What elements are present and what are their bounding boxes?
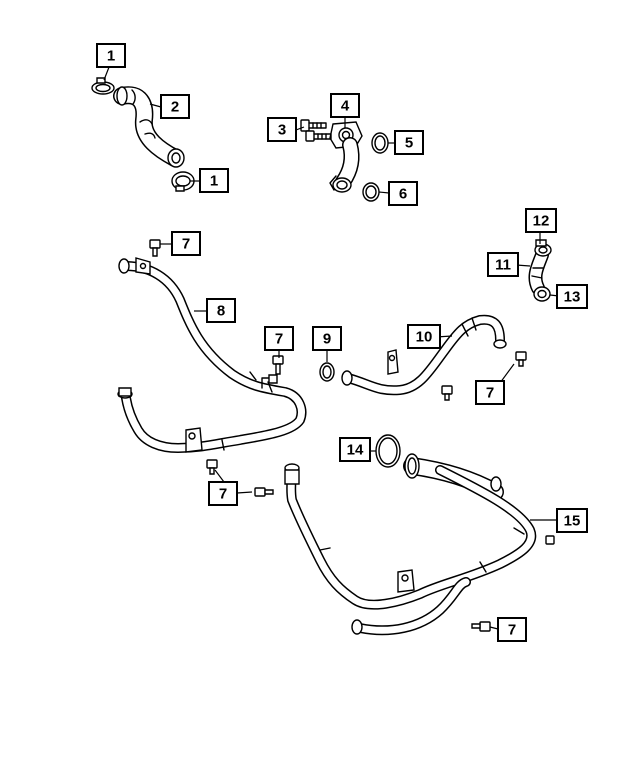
part-7-bolt-e: [207, 460, 217, 474]
callout-12: 12: [525, 208, 557, 233]
callout-6: 6: [388, 181, 418, 206]
callout-label: 3: [278, 122, 286, 139]
part-7-bolt-b: [273, 356, 283, 374]
callout-label: 1: [107, 48, 115, 65]
part-7-bolt-d: [442, 386, 452, 400]
callout-label: 13: [564, 289, 581, 306]
part-5-o-ring: [372, 133, 388, 153]
callout-9: 9: [312, 326, 342, 351]
callout-5: 5: [394, 130, 424, 155]
part-15-coolant-tube: [285, 454, 554, 634]
part-13-clamp: [534, 287, 550, 301]
part-3-bolt-upper: [301, 120, 326, 131]
callout-label: 10: [416, 329, 433, 346]
callout-label: 15: [564, 513, 581, 530]
callout-10: 10: [407, 324, 441, 349]
part-4-water-outlet: [330, 122, 362, 192]
callout-label: 7: [508, 622, 516, 639]
part-7-bolt-c: [516, 352, 526, 366]
callout-label: 11: [495, 257, 511, 274]
part-14-o-ring: [376, 435, 400, 467]
part-8-coolant-tube: [118, 258, 301, 452]
part-7-bolt-f: [255, 488, 273, 496]
part-10-coolant-tube: [342, 318, 506, 390]
callout-14: 14: [339, 437, 371, 462]
callout-label: 2: [171, 99, 179, 116]
part-7-bolt-a: [150, 240, 160, 256]
part-11-hose: [532, 255, 543, 288]
callout-label: 12: [533, 213, 550, 230]
callout-label: 5: [405, 135, 413, 152]
callout-label: 4: [341, 98, 350, 115]
part-3-bolt-lower: [306, 131, 331, 141]
callout-7-a: 7: [171, 231, 201, 256]
callout-8: 8: [206, 298, 236, 323]
part-9-o-ring: [320, 363, 334, 381]
callout-label: 1: [210, 173, 218, 190]
callout-label: 6: [399, 186, 407, 203]
callout-label: 14: [347, 442, 364, 459]
callout-label: 7: [219, 486, 227, 503]
callout-1-a: 1: [96, 43, 126, 68]
callout-label: 7: [486, 385, 494, 402]
part-12-clamp: [535, 240, 551, 256]
callout-7-e: 7: [497, 617, 527, 642]
part-7-bolt-g: [472, 622, 490, 631]
callout-label: 7: [182, 236, 190, 253]
callout-13: 13: [556, 284, 588, 309]
callout-4: 4: [330, 93, 360, 118]
part-2-hose: [117, 87, 184, 167]
part-6-o-ring: [363, 183, 379, 201]
callout-label: 8: [217, 303, 225, 320]
part-1-hose-clamp-upper: [92, 78, 114, 94]
callout-7-b: 7: [264, 326, 294, 351]
callout-1-b: 1: [199, 168, 229, 193]
callout-7-d: 7: [208, 481, 238, 506]
callout-11: 11: [487, 252, 519, 277]
callout-label: 7: [275, 331, 283, 348]
callout-15: 15: [556, 508, 588, 533]
callout-2: 2: [160, 94, 190, 119]
callout-label: 9: [323, 331, 331, 348]
callout-7-c: 7: [475, 380, 505, 405]
callout-3: 3: [267, 117, 297, 142]
